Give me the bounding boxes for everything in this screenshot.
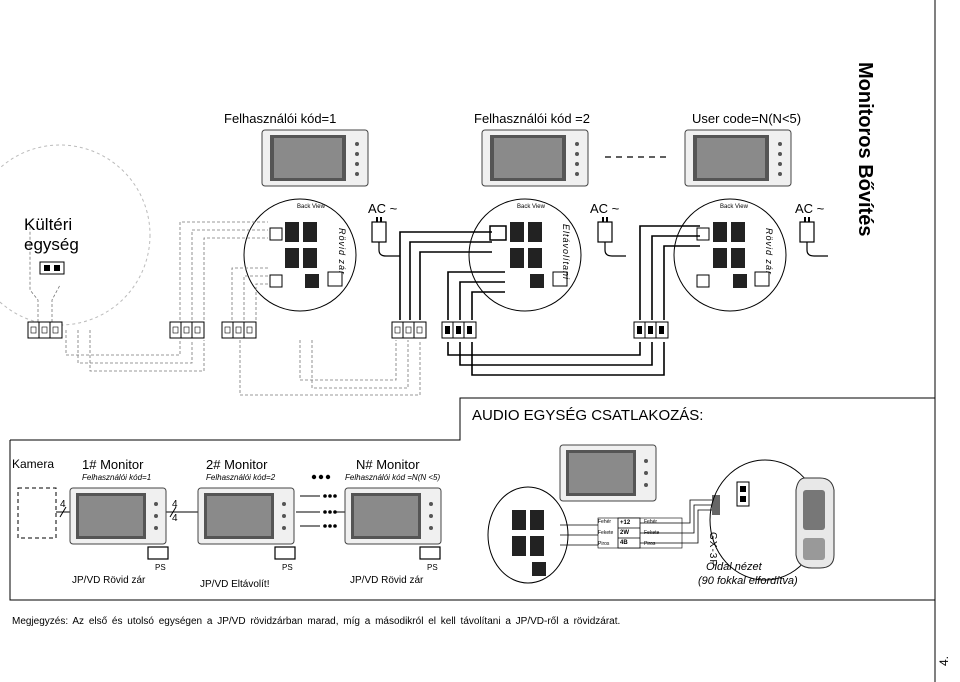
ac-label-3: AC ~ xyxy=(795,201,825,216)
ps-label-2: PS xyxy=(282,563,293,572)
outdoor-unit-line1: Kültéri xyxy=(24,215,73,234)
monitor-1-title: 1# Monitor xyxy=(82,457,144,472)
wire-count-3: 4 xyxy=(172,513,178,524)
wire-left-1: Fehér xyxy=(598,519,612,525)
side-view-subtitle: (90 fokkal elfordítva) xyxy=(698,575,798,587)
jumper-note-3: JP/VD Rövid zár xyxy=(350,575,424,586)
monitor-note-1: Rövid zár xyxy=(337,228,347,276)
back-view-label-3: Back View xyxy=(720,204,748,210)
wire-count-1: 4 xyxy=(60,499,66,510)
top-label-code-n: User code=N(N<5) xyxy=(692,111,802,126)
outdoor-unit-line2: egység xyxy=(24,235,79,254)
wire-count-2: 4 xyxy=(172,499,178,510)
pin-label-2: 2W xyxy=(620,530,629,536)
wire-left-3: Piros xyxy=(598,541,610,547)
top-label-code-2: Felhasználói kód =2 xyxy=(474,111,590,126)
monitor-n-title: N# Monitor xyxy=(356,457,420,472)
ac-label-1: AC ~ xyxy=(368,201,398,216)
note-text: Megjegyzés: Az első és utolsó egységen a… xyxy=(12,616,621,627)
wire-left-2: Fekete xyxy=(598,530,614,536)
side-view-title: Oldal nézet xyxy=(706,561,762,573)
monitor-note-2: Eltávolítani xyxy=(561,224,571,281)
ac-label-2: AC ~ xyxy=(590,201,620,216)
wire-right-3: Piros xyxy=(644,541,656,547)
monitor-note-3: Rövid zár xyxy=(764,228,774,276)
back-view-label-1: Back View xyxy=(297,204,325,210)
wire-right-2: Fekete xyxy=(644,530,660,536)
camera-label: Kamera xyxy=(12,457,55,471)
back-view-label-2: Back View xyxy=(517,204,545,210)
ps-label-3: PS xyxy=(427,563,438,572)
audio-title: AUDIO EGYSÉG CSATLAKOZÁS: xyxy=(472,407,704,424)
ps-label-1: PS xyxy=(155,563,166,572)
page-number: 4. xyxy=(937,655,951,666)
vertical-title: Monitoros Bővítés xyxy=(854,62,876,237)
jumper-note-1: JP/VD Rövid zár xyxy=(72,575,146,586)
monitor-n-code: Felhasználói kód =N(N <5) xyxy=(345,473,441,482)
monitor-2-code: Felhasználói kód=2 xyxy=(206,473,276,482)
jumper-note-2: JP/VD Eltávolít! xyxy=(200,579,270,590)
pin-label-1: +12 xyxy=(620,520,631,526)
wire-right-1: Fehér xyxy=(644,519,658,525)
top-label-code-1: Felhasználói kód=1 xyxy=(224,111,337,126)
pin-label-3: 4B xyxy=(620,540,628,546)
monitor-2-title: 2# Monitor xyxy=(206,457,268,472)
monitor-1-code: Felhasználói kód=1 xyxy=(82,473,152,482)
